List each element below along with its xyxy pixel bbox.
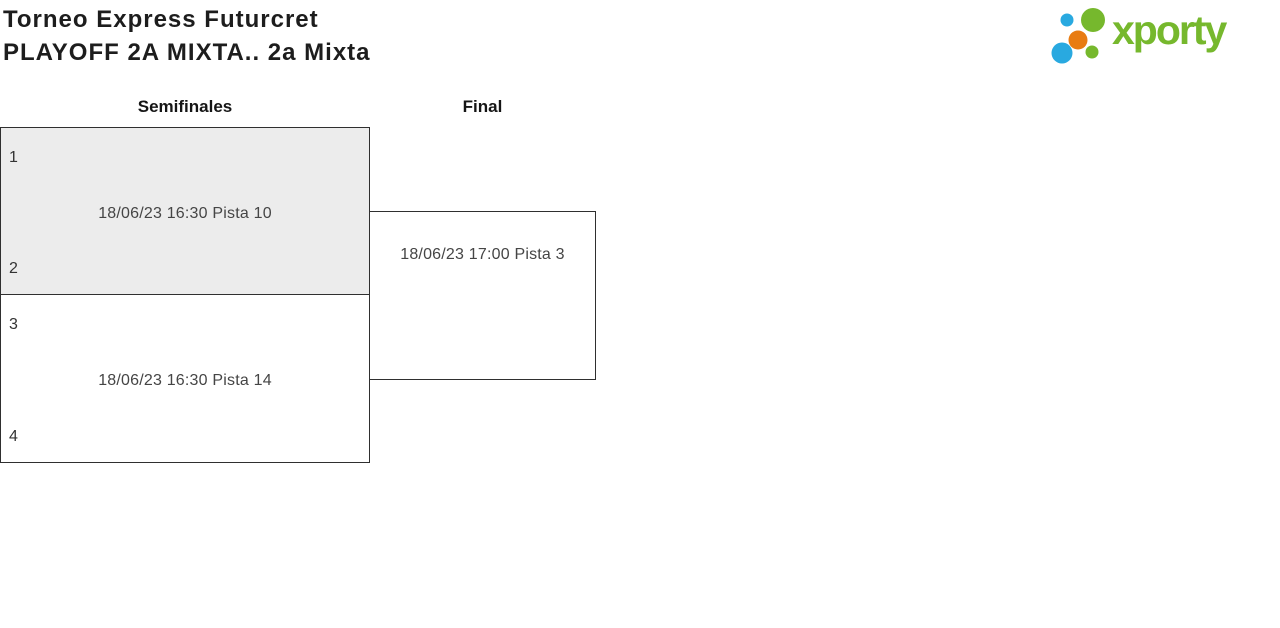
match-semifinal-1[interactable]: 1 18/06/23 16:30 Pista 10 2 <box>0 127 370 295</box>
logo-dot-small-blue <box>1060 13 1074 27</box>
seed-4: 4 <box>9 428 18 445</box>
tournament-title: Torneo Express Futurcret <box>3 6 319 33</box>
seed-1: 1 <box>9 149 18 166</box>
match-final[interactable]: 18/06/23 17:00 Pista 3 <box>369 211 596 380</box>
xporty-logo-text: xporty <box>1112 7 1227 53</box>
xporty-logo[interactable]: xporty <box>1046 0 1227 70</box>
match-semifinal-2[interactable]: 3 18/06/23 16:30 Pista 14 4 <box>0 294 370 463</box>
round-label-semifinals: Semifinales <box>137 97 233 116</box>
seed-2: 2 <box>9 260 18 277</box>
semifinal-2-schedule: 18/06/23 16:30 Pista 14 <box>98 372 272 389</box>
page-header: Torneo Express Futurcret PLAYOFF 2A MIXT… <box>3 3 371 69</box>
logo-dot-orange <box>1068 30 1088 50</box>
logo-dot-small-green <box>1085 45 1099 59</box>
category-title: PLAYOFF 2A MIXTA.. 2a Mixta <box>3 39 371 66</box>
logo-dot-big-blue <box>1051 42 1073 64</box>
semifinal-1-schedule: 18/06/23 16:30 Pista 10 <box>98 204 272 222</box>
seed-3: 3 <box>9 316 18 333</box>
round-label-final: Final <box>462 97 503 116</box>
final-schedule: 18/06/23 17:00 Pista 3 <box>400 246 565 263</box>
logo-dot-big-green <box>1081 8 1105 32</box>
xporty-logo-dots-icon <box>1051 8 1105 64</box>
